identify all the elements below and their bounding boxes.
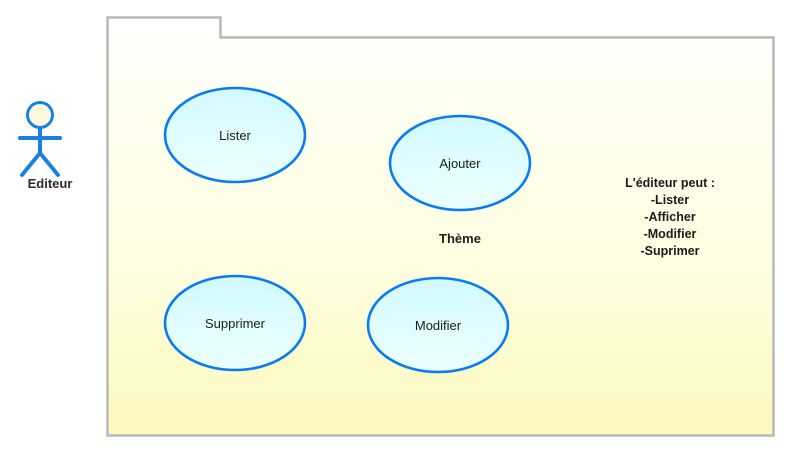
use-case-ellipse-icon (388, 114, 532, 212)
note-item-1: -Afficher (644, 210, 696, 224)
use-case-modifier[interactable]: Modifier (366, 276, 510, 374)
use-case-label-ajouter: Ajouter (439, 155, 481, 171)
stick-figure-actor-icon (18, 101, 62, 177)
note-item-3: -Suprimer (640, 244, 700, 258)
use-case-ellipse-icon (366, 276, 510, 374)
use-case-label-supprimer: Supprimer (205, 315, 265, 331)
use-case-ellipse-icon (163, 86, 307, 184)
theme-label: Thème (439, 231, 481, 246)
note-item-0: -Lister (650, 193, 690, 207)
actor-label-editeur: Editeur (27, 176, 73, 191)
use-case-label-lister: Lister (219, 127, 251, 143)
use-case-supprimer[interactable]: Supprimer (163, 274, 307, 372)
note-item-2: -Modifier (643, 227, 697, 241)
note-title: L'éditeur peut : (625, 176, 715, 190)
actor-editeur[interactable]: Editeur (14, 98, 86, 194)
use-case-lister[interactable]: Lister (163, 86, 307, 184)
note-block: L'éditeur peut : -Lister -Afficher -Modi… (592, 175, 748, 260)
use-case-ellipse-icon (163, 274, 307, 372)
use-case-label-modifier: Modifier (414, 317, 462, 333)
use-case-ajouter[interactable]: Ajouter (388, 114, 532, 212)
